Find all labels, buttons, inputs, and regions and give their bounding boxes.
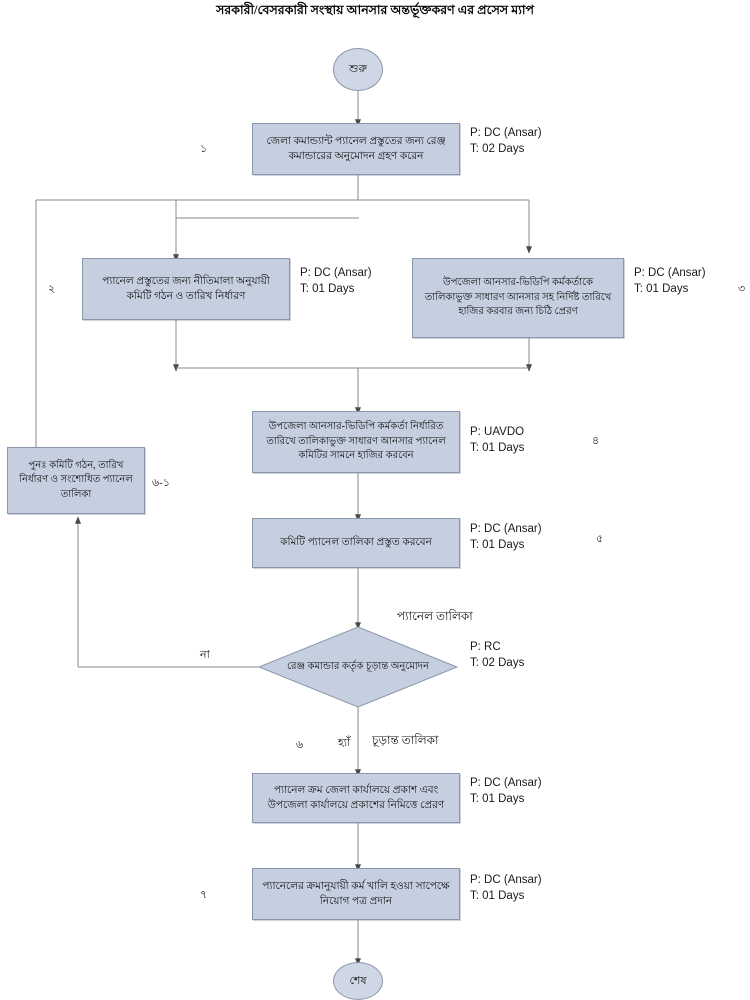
step-number-7: ৭ <box>200 889 208 901</box>
process-node-2-meta: P: DC (Ansar) T: 01 Days <box>300 266 372 297</box>
process-node-3-text: উপজেলা আনসার-ভিডিপি কর্মকর্তাকে তালিকাভু… <box>424 277 612 318</box>
process-node-2[interactable]: প্যানেল প্রস্তুতের জন্য নীতিমালা অনুযায়… <box>82 258 290 320</box>
decision-yes-output-label: চূড়ান্ত তালিকা <box>372 733 439 747</box>
process-node-4[interactable]: উপজেলা আনসার-ভিডিপি কর্মকর্তা নির্ধারিত … <box>252 411 460 473</box>
process-node-3[interactable]: উপজেলা আনসার-ভিডিপি কর্মকর্তাকে তালিকাভু… <box>412 258 624 338</box>
process-node-6-time: T: 01 Days <box>470 792 525 805</box>
step-number-3: ৩ <box>738 283 746 295</box>
decision-node-text: রেঞ্জ কমান্ডার কর্তৃক চূড়ান্ত অনুমোদন <box>286 661 430 672</box>
process-node-6-meta: P: DC (Ansar) T: 01 Days <box>470 776 542 807</box>
step-number-4: ৪ <box>592 435 600 447</box>
process-node-4-performer: P: UAVDO <box>470 426 525 438</box>
process-node-5-time: T: 01 Days <box>470 538 525 551</box>
process-node-7-meta: P: DC (Ansar) T: 01 Days <box>470 873 542 904</box>
process-node-7[interactable]: প্যানেলের ক্রমানুযায়ী কর্ম খালি হওয়া স… <box>252 868 460 920</box>
process-node-1-text: জেলা কমান্ড্যান্ট প্যানেল প্রস্তুতের জন্… <box>266 135 446 162</box>
process-node-4-meta: P: UAVDO T: 01 Days <box>470 425 524 456</box>
process-node-6-performer: P: DC (Ansar) <box>470 777 542 789</box>
decision-node-meta: P: RC T: 02 Days <box>470 640 524 671</box>
step-number-rework: ৬-১ <box>152 477 170 489</box>
decision-node[interactable]: রেঞ্জ কমান্ডার কর্তৃক চূড়ান্ত অনুমোদন <box>258 626 458 708</box>
process-node-6-text: প্যানেল ক্রম জেলা কার্যালয়ে প্রকাশ এবং … <box>267 784 445 811</box>
terminator-end: শেষ <box>333 962 383 1000</box>
process-node-5[interactable]: কমিটি প্যানেল তালিকা প্রস্তুত করবেন <box>252 518 460 568</box>
process-node-1-time: T: 02 Days <box>470 142 525 155</box>
process-node-6[interactable]: প্যানেল ক্রম জেলা কার্যালয়ে প্রকাশ এবং … <box>252 773 460 823</box>
process-node-3-meta: P: DC (Ansar) T: 01 Days <box>634 266 706 297</box>
process-node-7-performer: P: DC (Ansar) <box>470 874 542 886</box>
process-node-1-performer: P: DC (Ansar) <box>470 127 542 139</box>
process-node-7-time: T: 01 Days <box>470 889 525 902</box>
step-number-1: ১ <box>200 143 208 155</box>
process-node-1[interactable]: জেলা কমান্ড্যান্ট প্যানেল প্রস্তুতের জন্… <box>252 123 460 175</box>
process-node-rework-text: পুনঃ কমিটি গঠন, তারিখ নির্ধারণ ও সংশোধিত… <box>19 459 133 500</box>
decision-yes-label: হ্যাঁ <box>338 737 351 749</box>
process-node-rework[interactable]: পুনঃ কমিটি গঠন, তারিখ নির্ধারণ ও সংশোধিত… <box>7 447 145 514</box>
terminator-start: শুরু <box>333 48 383 91</box>
process-node-5-meta: P: DC (Ansar) T: 01 Days <box>470 522 542 553</box>
process-node-1-meta: P: DC (Ansar) T: 02 Days <box>470 126 542 157</box>
decision-no-label: না <box>200 649 210 661</box>
process-node-4-text: উপজেলা আনসার-ভিডিপি কর্মকর্তা নির্ধারিত … <box>266 421 446 462</box>
step-number-2: ২ <box>48 283 56 295</box>
step-number-6: ৬ <box>296 739 304 751</box>
process-node-2-performer: P: DC (Ansar) <box>300 267 372 279</box>
decision-node-performer: P: RC <box>470 641 501 653</box>
process-node-2-time: T: 01 Days <box>300 282 355 295</box>
process-node-4-time: T: 01 Days <box>470 441 525 454</box>
page-title: সরকারী/বেসরকারী সংস্থায় আনসার অন্তর্ভূক… <box>216 3 534 17</box>
process-node-3-performer: P: DC (Ansar) <box>634 267 706 279</box>
process-node-7-text: প্যানেলের ক্রমানুযায়ী কর্ম খালি হওয়া স… <box>262 880 450 907</box>
process-node-3-time: T: 01 Days <box>634 282 689 295</box>
decision-diamond-shape <box>258 626 458 708</box>
step-number-5: ৫ <box>596 533 604 545</box>
process-node-5-text: কমিটি প্যানেল তালিকা প্রস্তুত করবেন <box>280 537 432 549</box>
process-node-5-performer: P: DC (Ansar) <box>470 523 542 535</box>
decision-input-label: প্যানেল তালিকা <box>397 609 473 623</box>
process-node-2-text: প্যানেল প্রস্তুতের জন্য নীতিমালা অনুযায়… <box>102 275 270 302</box>
decision-node-time: T: 02 Days <box>470 656 525 669</box>
